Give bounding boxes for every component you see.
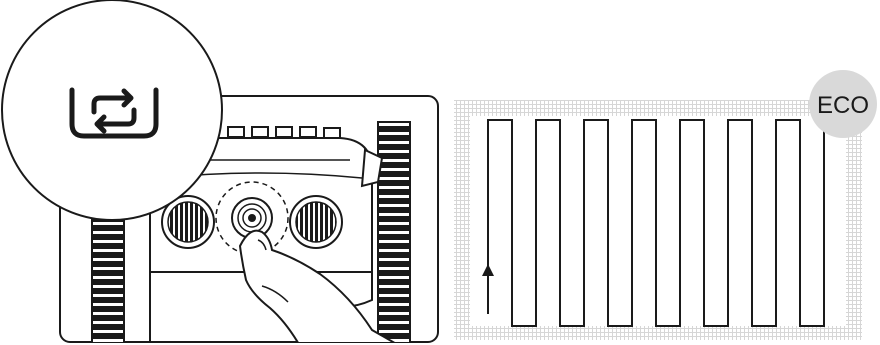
zigzag-path-line <box>487 119 825 327</box>
mode-button[interactable] <box>231 197 273 239</box>
right-grille <box>295 201 337 243</box>
arrow-up-icon <box>482 264 494 276</box>
icon-bubble <box>1 0 223 221</box>
eco-badge-label: ECO <box>817 92 869 119</box>
left-grille <box>167 201 209 243</box>
eco-badge-circle <box>809 70 877 138</box>
pool-floor <box>470 116 846 326</box>
cleaning-path <box>482 119 825 327</box>
right-track <box>377 121 411 342</box>
side-clip <box>360 148 384 188</box>
eco-badge: ECO <box>809 70 877 138</box>
pool-panel: ECO <box>454 70 877 340</box>
top-cover-slats <box>227 126 341 139</box>
cycle-mode-callout <box>1 0 223 221</box>
cycle-mode-icon <box>69 87 159 139</box>
pointing-hand <box>238 229 404 342</box>
